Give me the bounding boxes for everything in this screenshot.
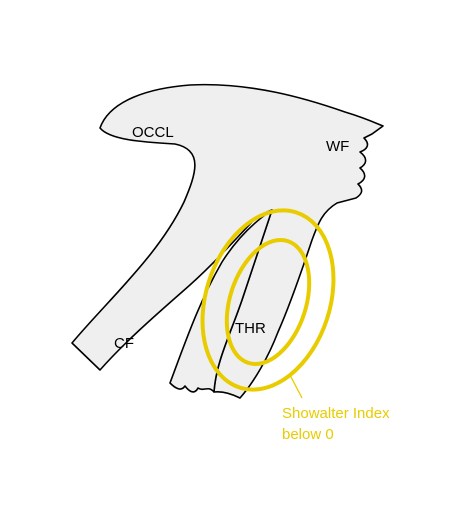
showalter-inner-contour [224,238,312,366]
showalter-outer-contour [200,208,336,392]
thr-label: THR [235,320,266,337]
cf-label: CF [114,335,134,352]
showalter-legend-line1: Showalter Index [282,405,390,422]
showalter-legend-line2: below 0 [282,426,334,443]
occl-label: OCCL [132,124,174,141]
wf-label: WF [326,138,349,155]
thunderstorm-band [169,209,273,393]
showalter-leader-line [289,374,303,399]
